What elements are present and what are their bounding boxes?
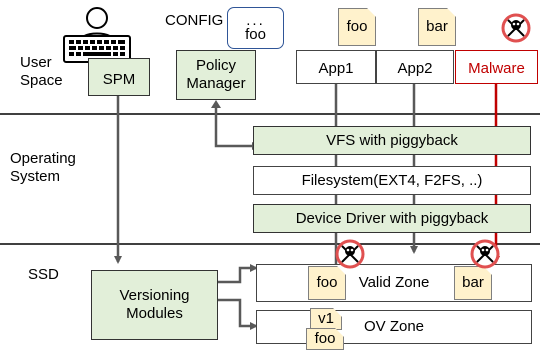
app1-box: App1: [296, 50, 376, 84]
layer-label-ssd: SSD: [28, 266, 59, 284]
versioning-to-ov-arrow: [218, 298, 258, 330]
config-label: CONFIG: [165, 12, 224, 29]
device-driver-box: Device Driver with piggyback: [253, 204, 531, 233]
app2-file-note: bar: [418, 8, 456, 46]
app2-label: App2: [397, 60, 433, 77]
config-file-box: ... foo: [227, 7, 284, 49]
app2-file-label: bar: [426, 18, 448, 35]
policy-arrow-tip: [211, 100, 221, 108]
filesystem-label: Filesystem(EXT4, F2FS, ..): [301, 171, 483, 189]
malware-label: Malware: [468, 60, 525, 77]
ov-front-note: foo: [306, 328, 344, 350]
ov-zone-box: OV Zone: [256, 310, 532, 344]
ov-version-label: v1: [318, 310, 334, 327]
config-file-text: foo: [245, 26, 266, 43]
ov-file-label: foo: [314, 330, 336, 347]
app2-box: App2: [376, 50, 454, 84]
app1-label: App1: [318, 60, 354, 77]
versioning-to-valid-arrow: [218, 264, 258, 284]
valid-zone-foo-note: foo: [308, 266, 346, 300]
layer-label-ssd-text: SSD: [28, 266, 59, 283]
valid-zone-label: Valid Zone: [358, 274, 430, 291]
versioning-modules-label: Versioning Modules: [119, 287, 190, 322]
versioning-modules-box: Versioning Modules: [91, 270, 218, 340]
valid-zone-bar-label: bar: [462, 274, 484, 291]
layer-label-operating-system-text: Operating System: [10, 150, 76, 185]
layer-label-operating-system: Operating System: [10, 150, 76, 186]
spm-label: SPM: [102, 71, 136, 88]
layer-label-user-space-text: User Space: [20, 54, 63, 89]
policy-manager-label: Policy Manager: [186, 57, 246, 92]
spm-box: SPM: [88, 58, 150, 96]
keyboard-icon: [63, 35, 131, 63]
filesystem-box: Filesystem(EXT4, F2FS, ..): [253, 166, 531, 195]
vfs-label: VFS with piggyback: [326, 131, 458, 149]
policy-manager-box: Policy Manager: [176, 50, 256, 100]
malware-box: Malware: [455, 50, 538, 84]
device-driver-label: Device Driver with piggyback: [295, 209, 489, 227]
app1-file-note: foo: [338, 8, 376, 46]
ov-back-note: v1: [310, 308, 342, 330]
ov-zone-label: OV Zone: [363, 318, 425, 335]
valid-zone-foo-label: foo: [316, 274, 338, 291]
config-file-dots: ...: [246, 12, 265, 29]
layer-label-user-space: User Space: [20, 54, 63, 90]
app1-file-label: foo: [346, 18, 368, 35]
vfs-box: VFS with piggyback: [253, 126, 531, 155]
valid-zone-bar-note: bar: [454, 266, 492, 300]
policy-to-vfs-arrow: [214, 136, 260, 150]
stacked-documents-icon: v1 foo: [306, 308, 346, 348]
